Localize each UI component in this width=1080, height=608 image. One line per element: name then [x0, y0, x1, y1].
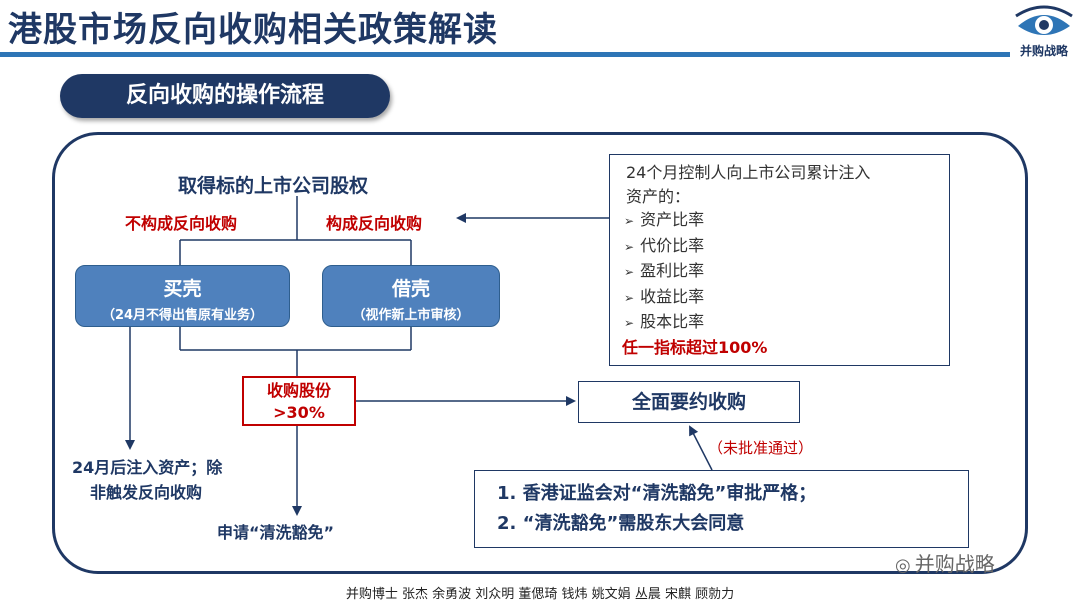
hk-rules-box: 1. 香港证监会对“清洗豁免”审批严格； 2. “清洗豁免”需股东大会同意: [474, 470, 969, 548]
logo-text: 并购战略: [1019, 44, 1068, 58]
wechat-watermark: ◎并购战略: [895, 552, 995, 576]
borrow-shell-note: （视作新上市审核）: [352, 308, 470, 323]
rejected-label: （未批准通过）: [708, 439, 814, 457]
stake-line2: >30%: [273, 403, 325, 422]
stake-threshold-box: 收购股份 >30%: [242, 376, 356, 426]
criteria-item: ➢代价比率: [624, 235, 705, 255]
borrow-shell-box: 借壳 （视作新上市审核）: [322, 265, 500, 327]
criteria-item: ➢盈利比率: [624, 261, 705, 280]
acquire-stake-label: 取得标的上市公司股权: [178, 175, 369, 197]
buy-shell-box: 买壳 （24月不得出售原有业务）: [75, 265, 290, 327]
is-reverse-label: 构成反向收购: [326, 214, 423, 233]
logo: 并购战略: [1012, 4, 1076, 60]
borrow-shell-title: 借壳: [391, 278, 430, 300]
criteria-item: ➢股本比率: [624, 312, 705, 331]
hk-rule-1: 1. 香港证监会对“清洗豁免”审批严格；: [497, 483, 817, 504]
criteria-box: 24个月控制人向上市公司累计注入 资产的： ➢资产比率 ➢代价比率 ➢盈利比率 …: [609, 154, 950, 366]
bullet-arrow-icon: ➢: [624, 265, 635, 279]
criteria-item: ➢收益比率: [624, 286, 705, 306]
not-reverse-label: 不构成反向收购: [125, 214, 238, 233]
buy-shell-note: （24月不得出售原有业务）: [101, 308, 264, 323]
criteria-head-2: 资产的：: [626, 186, 691, 206]
hk-rule-2: 2. “清洗豁免”需股东大会同意: [497, 513, 745, 534]
bullet-arrow-icon: ➢: [624, 290, 635, 305]
flow-frame: [52, 132, 1028, 574]
bullet-arrow-icon: ➢: [624, 316, 635, 330]
eye-icon: [1015, 5, 1073, 35]
title-underline: [0, 52, 1010, 57]
stake-line1: 收购股份: [266, 381, 331, 400]
wechat-icon: ◎: [895, 555, 911, 576]
criteria-highlight: 任一指标超过100%: [622, 337, 768, 357]
page-title: 港股市场反向收购相关政策解读: [8, 10, 498, 50]
full-offer-box: 全面要约收购: [578, 381, 800, 423]
bullet-arrow-icon: ➢: [624, 214, 635, 228]
footer-authors: 并购博士 张杰 余勇波 刘众明 董偲琦 钱炜 姚文娟 丛晨 宋麒 顾勍力: [345, 587, 735, 602]
bullet-arrow-icon: ➢: [624, 239, 635, 254]
criteria-head-1: 24个月控制人向上市公司累计注入: [626, 163, 871, 182]
criteria-item: ➢资产比率: [624, 210, 705, 229]
whitewash-label: 申请“清洗豁免”: [217, 523, 335, 542]
post-24-months-note: 24月后注入资产；除 非触发反向收购: [72, 458, 223, 502]
buy-shell-title: 买壳: [163, 278, 202, 300]
section-label: 反向收购的操作流程: [60, 74, 390, 118]
